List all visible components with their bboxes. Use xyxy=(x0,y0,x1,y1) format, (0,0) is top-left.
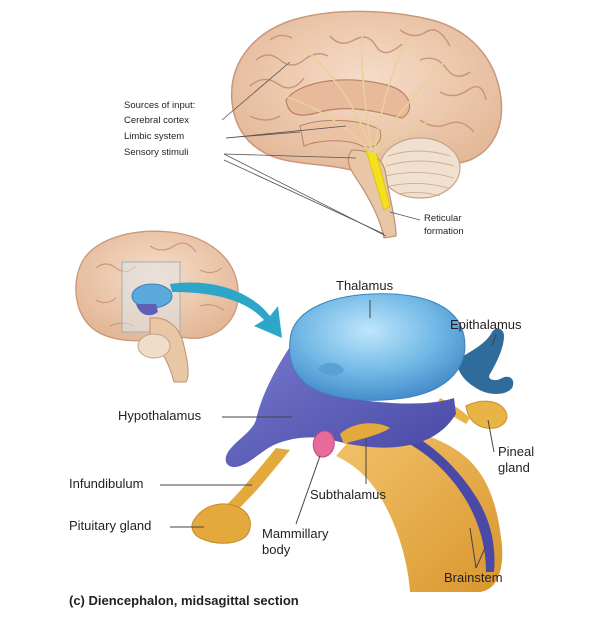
interthalamic-adhesion xyxy=(318,362,344,376)
subthalamus-shape xyxy=(340,423,390,444)
label-limbic-system: Limbic system xyxy=(124,131,185,142)
top-brain-illustration xyxy=(221,10,503,239)
zoom-arrow xyxy=(170,282,282,338)
label-pituitary-gland: Pituitary gland xyxy=(69,518,152,533)
label-infundibulum: Infundibulum xyxy=(69,476,144,491)
reticular-formation-shape xyxy=(365,149,391,211)
label-sensory-stimuli: Sensory stimuli xyxy=(124,147,189,158)
mammillary-body-shape xyxy=(312,430,335,458)
label-pineal-line2: gland xyxy=(498,460,530,475)
source-leader-lines xyxy=(221,61,421,237)
brainstem-shape xyxy=(336,429,503,592)
thalamus-shape xyxy=(289,293,466,401)
pituitary-gland-shape xyxy=(191,503,251,544)
diencephalon-illustration xyxy=(160,293,514,592)
gyri-lines xyxy=(249,29,487,133)
cerebellum-shape xyxy=(379,137,461,199)
label-reticular-line2: formation xyxy=(424,226,464,237)
sources-heading: Sources of input: xyxy=(124,100,196,111)
label-mammillary-line1: Mammillary xyxy=(262,526,329,541)
pineal-gland-shape xyxy=(465,400,508,429)
projection-fibers xyxy=(283,33,447,155)
epithalamus-shape xyxy=(456,328,514,394)
small-brain-illustration xyxy=(75,230,282,383)
label-cerebral-cortex: Cerebral cortex xyxy=(124,115,189,126)
label-hypothalamus: Hypothalamus xyxy=(118,408,202,423)
brainstem-blue-strip xyxy=(392,428,495,572)
label-thalamus: Thalamus xyxy=(336,278,394,293)
label-epithalamus: Epithalamus xyxy=(450,317,522,332)
top-brainstem-shape xyxy=(347,149,397,239)
small-cerebellum xyxy=(137,333,171,359)
label-mammillary-line2: body xyxy=(262,542,291,557)
label-pineal-line1: Pineal xyxy=(498,444,535,459)
figure-caption: (c) Diencephalon, midsagittal section xyxy=(69,593,299,608)
label-subthalamus: Subthalamus xyxy=(310,487,386,502)
label-brainstem: Brainstem xyxy=(444,570,503,585)
diencephalon-leader-lines xyxy=(160,300,497,569)
hypothalamus-shape xyxy=(225,332,456,468)
label-reticular-line1: Reticular xyxy=(424,213,462,224)
